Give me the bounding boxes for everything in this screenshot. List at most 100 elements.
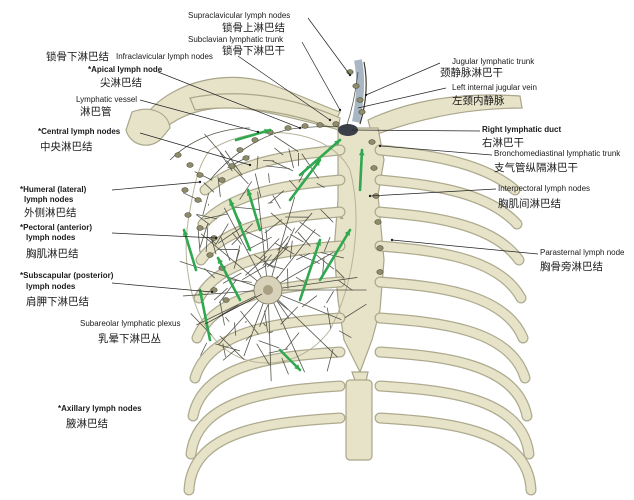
lymph-vessel xyxy=(320,209,334,223)
lymph-vessel xyxy=(200,342,208,356)
nipple xyxy=(263,285,273,295)
rib xyxy=(184,413,345,495)
lymph-vessel xyxy=(264,219,283,234)
label-axillary-en: *Axillary lymph nodes xyxy=(58,404,142,413)
lymph-vessel xyxy=(225,316,230,322)
lymph-vessel xyxy=(284,227,295,251)
label-vessel-en: Lymphatic vessel xyxy=(76,95,138,104)
lymph-vessel xyxy=(209,126,347,181)
asterisk: * xyxy=(38,127,42,136)
lymph-node xyxy=(194,197,202,203)
leader-dot xyxy=(364,93,368,97)
lymph-vessel xyxy=(268,348,289,354)
lymph-vessel xyxy=(265,165,290,169)
lymph-vessel xyxy=(323,305,326,308)
lymph-node xyxy=(376,245,384,251)
lymph-node xyxy=(352,83,360,89)
rib xyxy=(186,381,345,459)
spine xyxy=(345,379,373,461)
lymph-vessel xyxy=(299,221,321,237)
lymph-vessel xyxy=(301,295,318,308)
lymph-vessel xyxy=(224,150,243,176)
lymph-vessel xyxy=(256,343,270,366)
lymph-vessel xyxy=(259,238,280,259)
leader-lines xyxy=(111,17,539,325)
rib xyxy=(375,413,536,495)
lymph-node xyxy=(284,125,292,131)
rib xyxy=(375,347,532,421)
lymph-vessel xyxy=(267,196,296,291)
lymph-vessel xyxy=(264,310,268,332)
lymph-vessel xyxy=(264,263,284,270)
lymph-vessel xyxy=(267,289,272,382)
leader-subclavian xyxy=(301,41,341,111)
label-central-en: *Central lymph nodes xyxy=(38,127,121,136)
lymph-vessel xyxy=(218,279,237,304)
jugular-trunk xyxy=(359,61,367,125)
flow-arrows xyxy=(182,128,365,372)
lymph-vessel xyxy=(219,301,225,326)
leader-dots xyxy=(198,73,394,294)
label-interpectoral-zh: 胸肌间淋巴结 xyxy=(498,198,561,210)
flow-arrow xyxy=(216,256,242,302)
leader-jugular-vein xyxy=(357,87,447,109)
lymph-node xyxy=(368,139,376,145)
leader-dot xyxy=(328,118,332,122)
rib xyxy=(375,313,530,383)
leader-dot xyxy=(390,238,394,242)
lymph-vessel xyxy=(245,256,267,276)
lymph-node xyxy=(174,152,182,158)
lymph-vessel xyxy=(219,335,245,360)
label-subclavian-zh: 锁骨下淋巴干 xyxy=(222,45,285,57)
lymph-node xyxy=(370,165,378,171)
bone-layer xyxy=(125,76,523,461)
lymph-vessel xyxy=(197,227,201,253)
lymph-vessel xyxy=(281,357,289,375)
ribs-fill xyxy=(184,145,536,495)
humerus xyxy=(125,108,171,146)
lymph-node xyxy=(218,177,226,183)
right-lymphatic-duct-junction xyxy=(338,124,358,136)
leader-dot xyxy=(214,236,218,240)
lymph-node xyxy=(228,163,236,169)
label-broncho-en: Bronchomediastinal lymphatic trunk xyxy=(494,149,621,158)
lymph-node xyxy=(184,212,192,218)
rib xyxy=(198,175,345,229)
label-jugular-vein-en: Left internal jugular vein xyxy=(452,83,537,92)
rib xyxy=(375,241,526,303)
lymph-vessel xyxy=(196,214,217,220)
lymph-nodes xyxy=(174,69,384,303)
lymph-node xyxy=(181,187,189,193)
leader-subareolar xyxy=(204,293,263,325)
lymph-vessel xyxy=(195,214,210,226)
asterisk: * xyxy=(20,271,24,280)
leader-dot xyxy=(198,180,202,184)
label-axillary-zh: 腋淋巴结 xyxy=(66,418,108,430)
label-apical-zh: 尖淋巴结 xyxy=(100,77,142,89)
lymph-vessel xyxy=(285,332,300,350)
label-pectoral-zh: 胸肌淋巴结 xyxy=(26,248,79,260)
flow-arrowhead xyxy=(229,200,235,206)
lymph-vessel xyxy=(211,240,217,255)
rib xyxy=(196,207,345,265)
flow-arrowhead xyxy=(294,364,300,370)
flow-arrowhead xyxy=(217,258,223,264)
lymph-vessel xyxy=(280,306,299,325)
lymph-vessel xyxy=(218,304,239,317)
lymph-vessel xyxy=(231,232,242,245)
leader-apical xyxy=(157,71,301,129)
label-jugular-trunk-en: Jugular lymphatic trunk xyxy=(452,57,535,66)
lymph-vessel xyxy=(242,265,267,281)
flow-arrowhead xyxy=(314,160,320,166)
lymph-vessel xyxy=(270,212,292,231)
asterisk: * xyxy=(88,65,92,74)
flow-arrow xyxy=(358,148,364,192)
lymph-node xyxy=(242,155,250,161)
lymph-vessel xyxy=(204,133,226,159)
left-clavicle xyxy=(367,94,523,137)
lymph-vessel xyxy=(239,181,253,200)
lymph-vessel xyxy=(267,289,338,358)
lymph-vessel xyxy=(320,252,345,259)
leader-dot xyxy=(348,73,352,77)
leader-interpectoral xyxy=(369,188,497,197)
